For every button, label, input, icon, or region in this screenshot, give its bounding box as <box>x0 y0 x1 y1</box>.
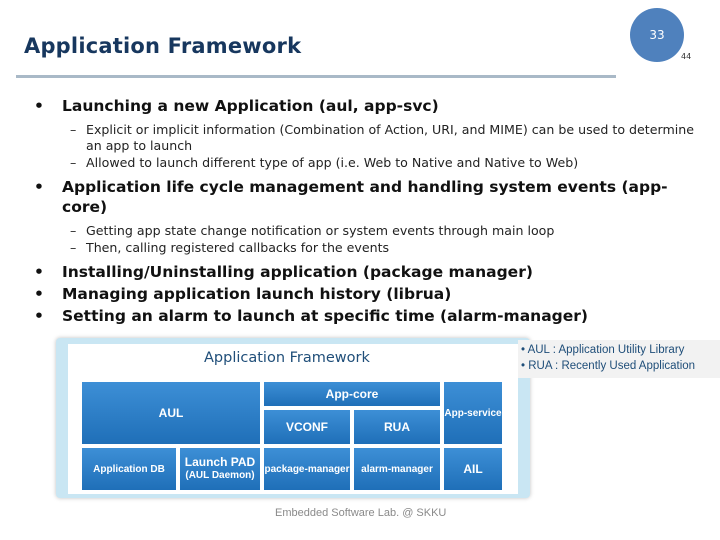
sub-bullet-item: – Explicit or implicit information (Comb… <box>28 122 708 153</box>
block-package-manager: package-manager <box>264 448 350 490</box>
block-label: RUA <box>384 419 410 434</box>
page-number: 33 <box>649 28 665 42</box>
bullet-item: • Setting an alarm to launch at specific… <box>28 306 708 326</box>
sub-bullet-dash: – <box>70 122 77 137</box>
page-number-small: 44 <box>681 52 692 61</box>
bullet-item: • Launching a new Application (aul, app-… <box>28 96 708 116</box>
block-aul: AUL <box>82 382 260 444</box>
legend-item: • AUL : Application Utility Library <box>521 344 685 356</box>
sub-bullet-text: Allowed to launch different type of app … <box>86 155 579 170</box>
bullet-item: • Application life cycle management and … <box>28 177 708 217</box>
diagram-title: Application Framework <box>204 350 370 366</box>
bullet-dot: • <box>34 177 44 196</box>
sub-bullet-text: Explicit or implicit information (Combin… <box>86 122 694 153</box>
block-alarm-manager: alarm-manager <box>354 448 440 490</box>
block-vconf: VCONF <box>264 410 350 444</box>
sub-bullet-dash: – <box>70 222 77 238</box>
block-label: package-manager <box>264 463 350 475</box>
sub-bullet-item: – Allowed to launch different type of ap… <box>28 155 708 171</box>
framework-diagram: Application Framework AUL App-core VCONF… <box>56 338 530 498</box>
sub-bullet-dash: – <box>70 155 77 170</box>
block-launch-pad: Launch PAD (AUL Daemon) <box>180 448 260 490</box>
sub-bullet-text: Getting app state change notification or… <box>86 222 555 238</box>
bullet-text: Launching a new Application (aul, app-sv… <box>62 97 439 115</box>
block-label: Launch PAD <box>184 455 256 469</box>
block-application-db: Application DB <box>82 448 176 490</box>
block-label: App-core <box>325 386 379 401</box>
slide-title: Application Framework <box>24 34 302 58</box>
acronym-legend: • AUL : Application Utility Library • RU… <box>518 340 720 378</box>
bullet-list: • Launching a new Application (aul, app-… <box>28 96 708 328</box>
bullet-dot: • <box>34 97 44 115</box>
block-label: AUL <box>158 405 184 420</box>
bullet-text: Installing/Uninstalling application (pac… <box>62 262 533 281</box>
block-label: alarm-manager <box>361 463 433 475</box>
sub-bullet-item: – Getting app state change notification … <box>28 223 708 239</box>
page-number-badge: 33 <box>630 8 684 62</box>
legend-item: • RUA : Recently Used Application <box>521 360 696 372</box>
block-sublabel: (AUL Daemon) <box>185 470 255 481</box>
block-label: App-service <box>444 407 502 419</box>
diagram-panel: Application Framework AUL App-core VCONF… <box>68 344 518 494</box>
bullet-text: Managing application launch history (lib… <box>62 284 452 303</box>
slide-footer: Embedded Software Lab. @ SKKU <box>275 507 447 519</box>
block-rua: RUA <box>354 410 440 444</box>
block-app-service: App-service <box>444 382 502 444</box>
title-divider <box>16 75 616 78</box>
bullet-dot: • <box>34 262 44 281</box>
bullet-text: Application life cycle management and ha… <box>62 177 668 216</box>
bullet-dot: • <box>34 284 44 303</box>
bullet-item: • Installing/Uninstalling application (p… <box>28 262 708 282</box>
block-label: Application DB <box>93 463 165 475</box>
bullet-item: • Managing application launch history (l… <box>28 284 708 304</box>
bullet-text: Setting an alarm to launch at specific t… <box>62 306 589 325</box>
sub-bullet-item: – Then, calling registered callbacks for… <box>28 240 708 256</box>
sub-bullet-dash: – <box>70 240 77 255</box>
sub-bullet-text: Then, calling registered callbacks for t… <box>86 240 390 255</box>
block-label: AIL <box>463 461 483 476</box>
block-label: VCONF <box>286 419 328 434</box>
bullet-dot: • <box>34 306 44 325</box>
block-app-core: App-core <box>264 382 440 406</box>
block-ail: AIL <box>444 448 502 490</box>
